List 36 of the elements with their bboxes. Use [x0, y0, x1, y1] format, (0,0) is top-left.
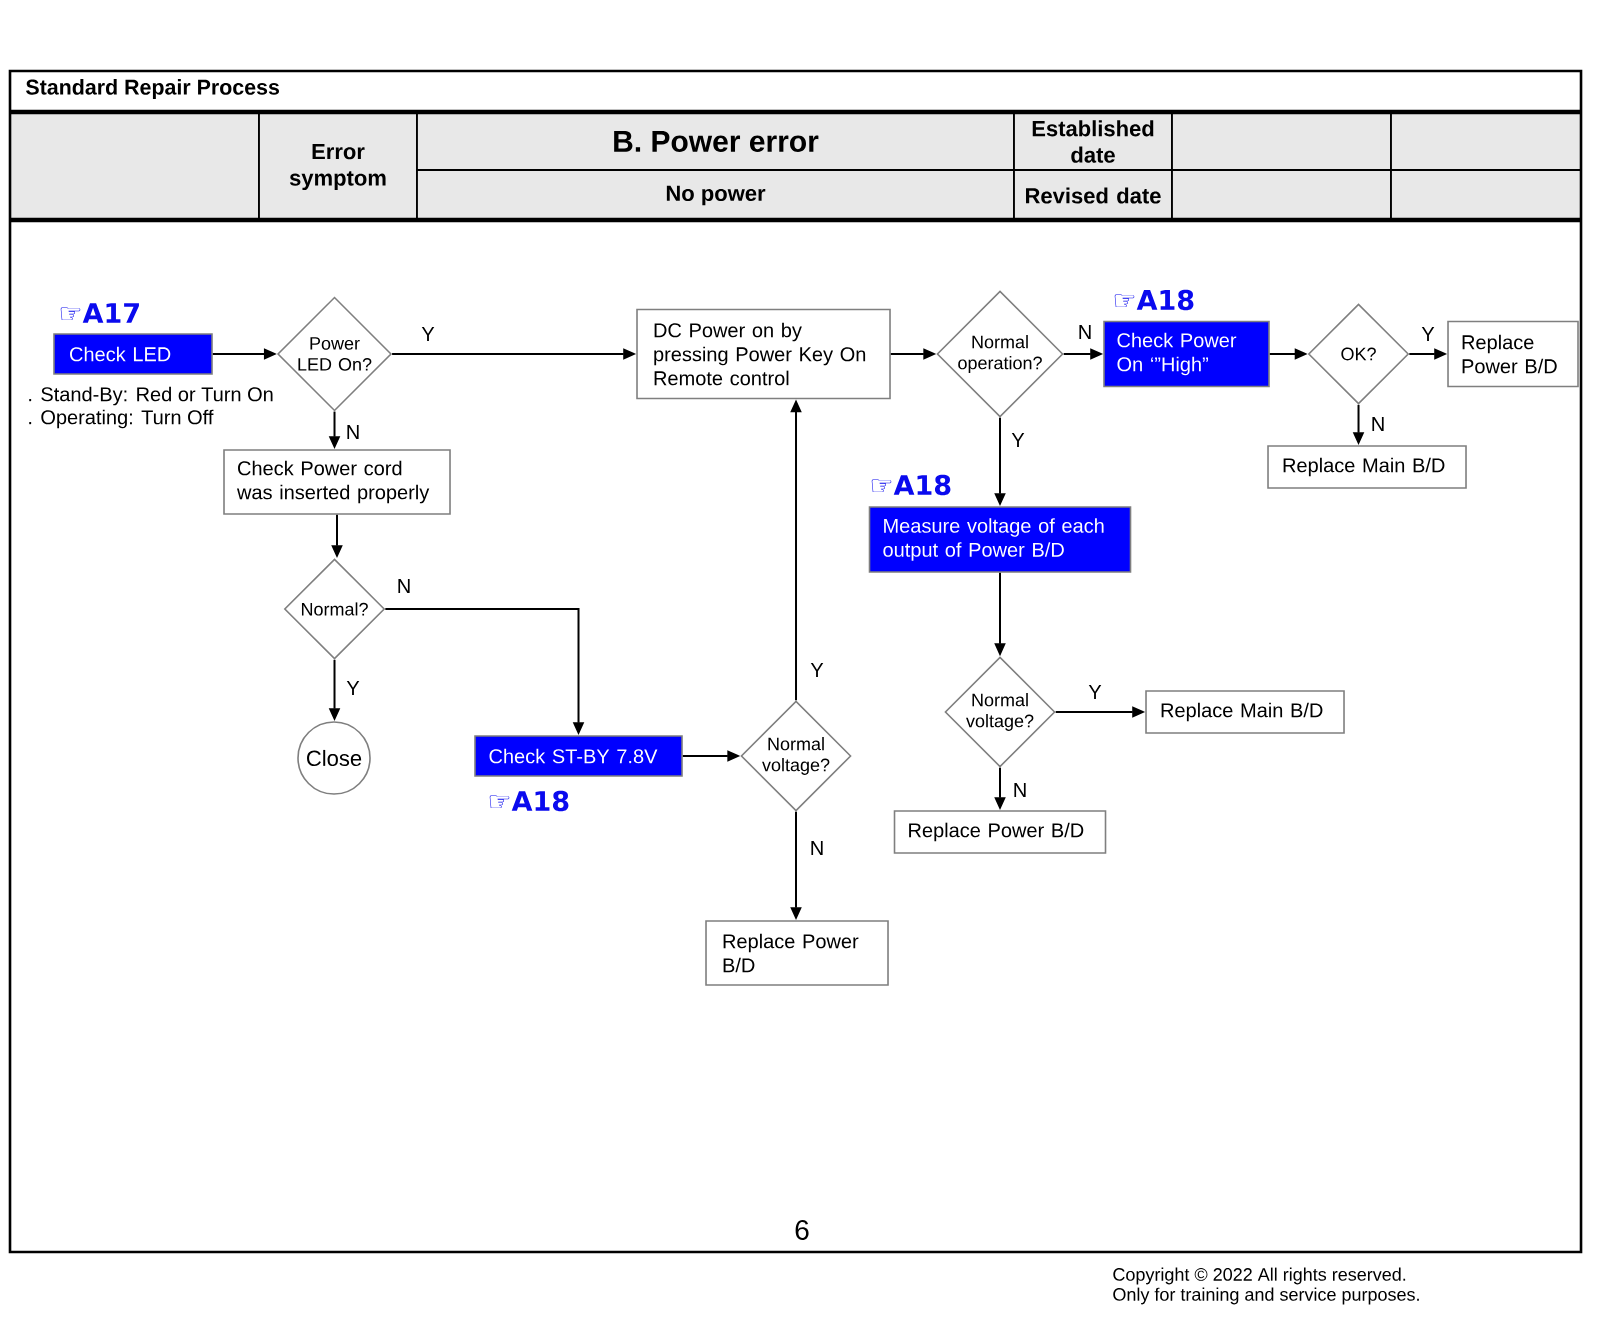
table-cell: Established date — [1013, 112, 1173, 171]
process-box: DC Power on by pressing Power Key On Remote control — [636, 308, 891, 400]
reference-label: ☞A18 — [871, 474, 951, 496]
note-text: . Operating: Turn Off — [29, 409, 214, 429]
process-box: Replace Main B/D — [1267, 445, 1467, 489]
page-number: 6 — [795, 1220, 809, 1240]
table-cell: Error symptom — [258, 112, 418, 222]
process-box: Check LED — [53, 333, 213, 375]
process-box: Replace Power B/D — [1447, 320, 1579, 388]
edge-label: Y — [419, 325, 437, 343]
reference-label: ☞A18 — [1114, 289, 1194, 311]
table-title: Standard Repair Process — [26, 79, 279, 99]
edge-label: N — [1075, 323, 1095, 341]
edge-label: N — [1368, 415, 1388, 433]
edge-label: N — [343, 423, 363, 441]
edge-label: N — [1010, 781, 1030, 799]
edge-label: Y — [1009, 431, 1027, 449]
edge-label: Y — [808, 661, 826, 679]
copyright-text: Copyright © 2022 All rights reserved. — [1113, 1267, 1406, 1285]
process-box: Measure voltage of each output of Power B/D — [868, 506, 1132, 573]
footer-note: Only for training and service purposes. — [1113, 1287, 1419, 1305]
edge-label: N — [394, 577, 414, 595]
table-cell: Revised date — [1013, 169, 1173, 222]
process-box: Check Power On ‘”High” — [1103, 320, 1270, 388]
reference-label: ☞A17 — [60, 303, 139, 323]
reference-label: ☞A18 — [489, 790, 569, 812]
process-box: Check ST-BY 7.8V — [474, 735, 683, 777]
process-box: Replace Power B/D — [705, 920, 889, 986]
note-text: . Stand-By: Red or Turn On — [29, 386, 273, 406]
edge-label: N — [807, 839, 827, 857]
edge-label: Y — [1086, 683, 1104, 701]
process-box: Replace Power B/D — [893, 810, 1107, 854]
process-box: Replace Main B/D — [1145, 690, 1345, 734]
edge-label: Y — [344, 679, 362, 697]
process-box: Check Power cord was inserted properly — [223, 449, 451, 515]
edge-label: Y — [1419, 325, 1437, 343]
